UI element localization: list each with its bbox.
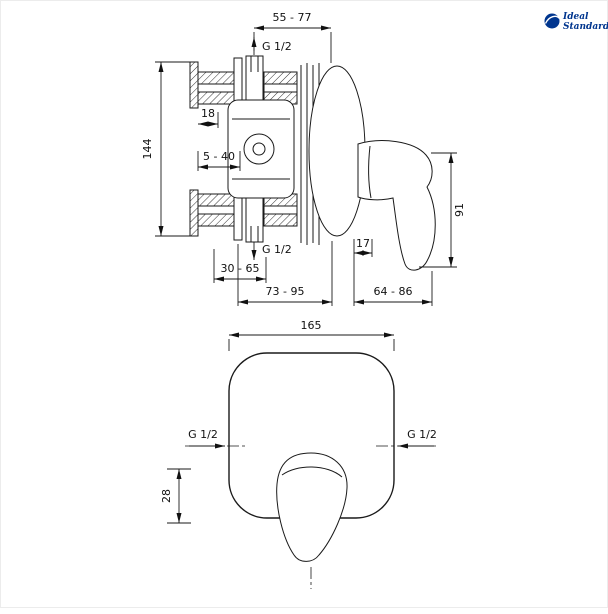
dim-label-28: 28 <box>160 489 173 503</box>
valve-body-section <box>190 56 297 242</box>
thread-label-bottom: G 1/2 <box>262 243 292 256</box>
mounting-lug <box>190 62 198 108</box>
dim-width-range-top: 55 - 77 <box>254 11 331 63</box>
pipe-hatch-block <box>198 72 234 84</box>
brand-name-line1: Ideal <box>562 12 589 22</box>
pipe-hatch-block <box>198 214 234 226</box>
thread-callout-right: G 1/2 <box>398 428 437 446</box>
dim-plate-width-165: 165 <box>229 319 394 351</box>
dim-label-5-40: 5 - 40 <box>203 150 235 163</box>
pipe-hatch-block <box>198 194 234 206</box>
thread-callout-bottom: G 1/2 <box>254 242 292 260</box>
dim-label-55-77: 55 - 77 <box>273 11 312 24</box>
mounting-lug <box>190 190 198 236</box>
thread-label-right: G 1/2 <box>407 428 437 441</box>
dim-body-wall-30-65: 30 - 65 <box>214 249 266 283</box>
handle-side <box>358 141 435 271</box>
dim-height-144: 144 <box>141 62 197 236</box>
dim-label-17: 17 <box>356 237 370 250</box>
dim-label-165: 165 <box>301 319 322 332</box>
side-view: 55 - 77 G 1/2 144 18 5 - 40 G 1/2 <box>141 11 466 306</box>
dim-depth-18: 18 <box>198 107 218 128</box>
dim-label-91: 91 <box>453 203 466 217</box>
thread-label-left: G 1/2 <box>188 428 218 441</box>
escutcheon-side <box>309 66 365 236</box>
dim-handle-offset-28: 28 <box>160 469 191 523</box>
dim-escutcheon-17: 17 <box>354 237 372 257</box>
thread-label-top: G 1/2 <box>262 40 292 53</box>
dim-label-18: 18 <box>201 107 215 120</box>
handle-front <box>277 453 347 561</box>
thread-callout-top: G 1/2 <box>254 37 292 55</box>
outlet-pipe-bottom <box>246 194 263 242</box>
thread-callout-left: G 1/2 <box>188 428 225 446</box>
brand-name-line2: Standard <box>563 22 608 32</box>
dim-label-30-65: 30 - 65 <box>221 262 260 275</box>
valve-housing <box>228 100 294 198</box>
brand-logo: Ideal Standard <box>545 12 608 32</box>
dim-label-73-95: 73 - 95 <box>266 285 305 298</box>
outlet-pipe-top <box>246 56 263 104</box>
front-view: 165 G 1/2 G 1/2 28 <box>160 319 438 589</box>
pipe-hatch-block <box>264 214 297 226</box>
pipe-hatch-block <box>264 72 297 84</box>
dim-label-64-86: 64 - 86 <box>374 285 413 298</box>
dim-label-144: 144 <box>141 139 154 160</box>
pipe-hatch-block <box>198 92 234 104</box>
